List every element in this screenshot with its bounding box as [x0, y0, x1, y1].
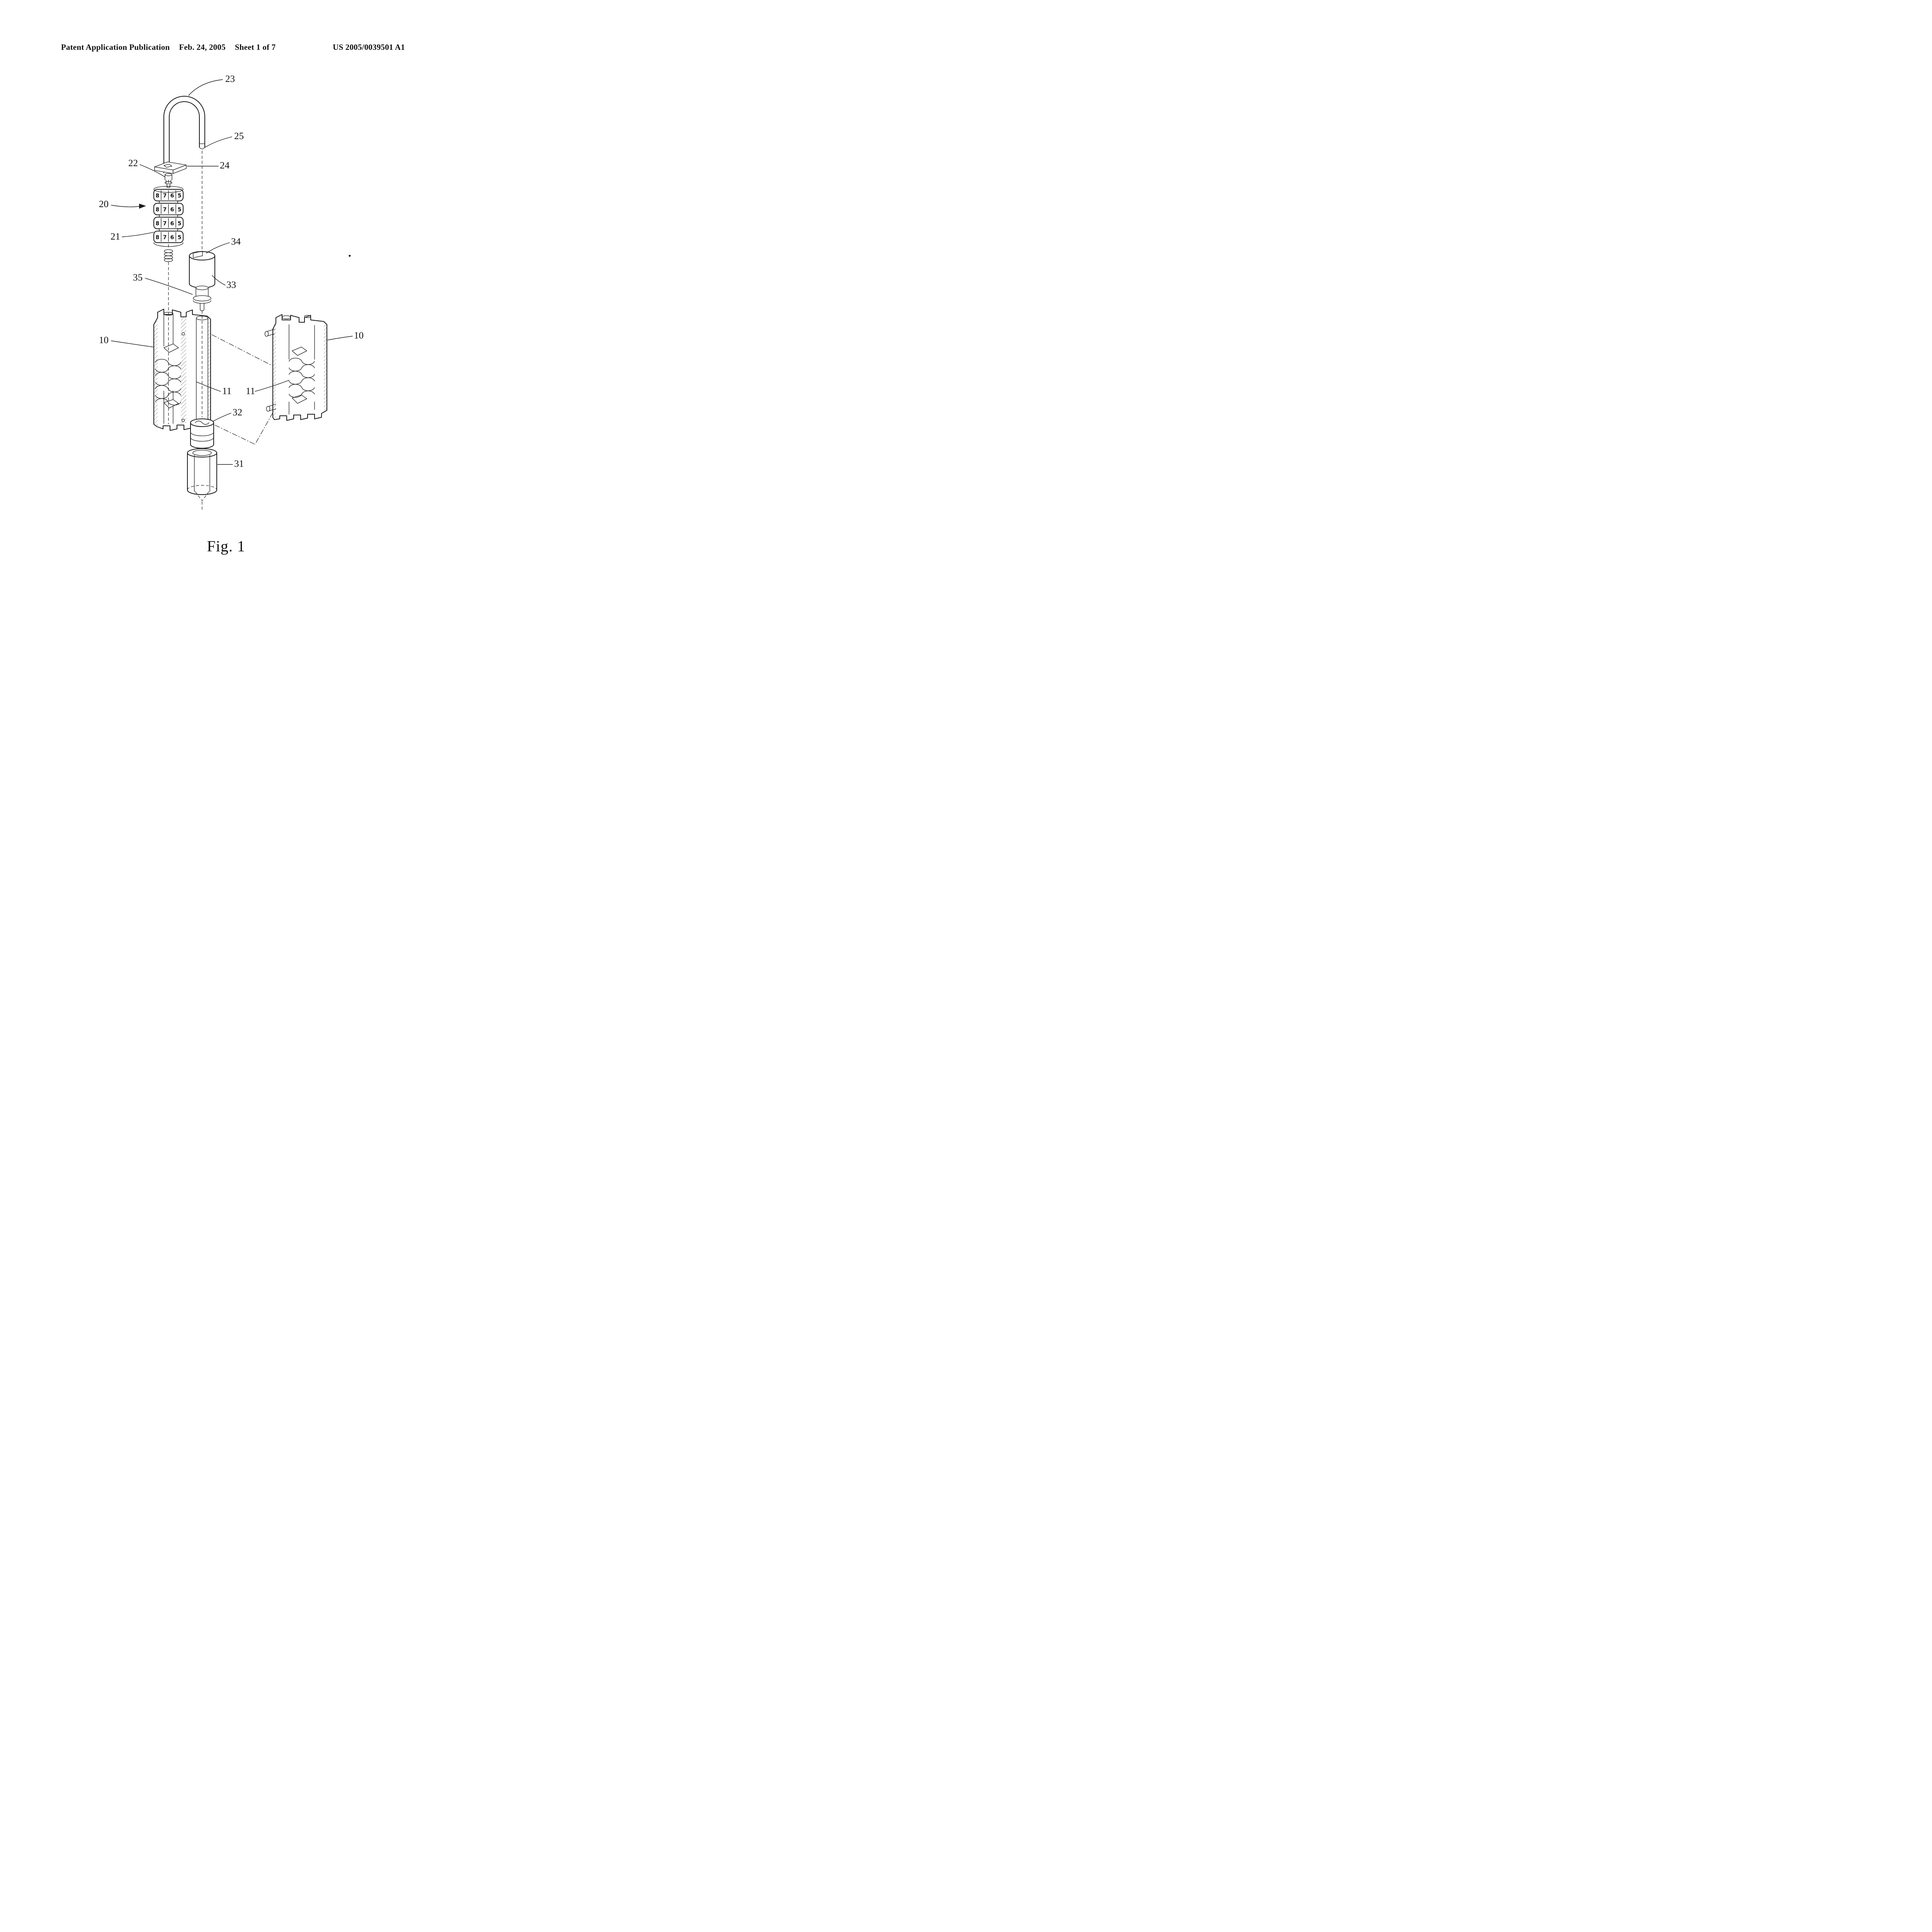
dial-digit: 8 [156, 235, 160, 241]
patent-page: Patent Application Publication Feb. 24, … [0, 0, 476, 614]
dial-digit: 7 [163, 221, 167, 227]
label-31: 31 [234, 459, 244, 469]
pin-cylinder [190, 418, 214, 449]
label-24: 24 [220, 160, 230, 171]
coil-spring-right [289, 357, 315, 398]
dial-digit: 5 [178, 235, 182, 241]
label-25: 25 [234, 131, 244, 141]
leader-20-arrowhead [139, 204, 146, 209]
stray-dot [349, 255, 351, 257]
label-22: 22 [128, 158, 138, 168]
leader-11-left [196, 381, 221, 392]
label-21: 21 [111, 231, 120, 242]
leader-20 [111, 205, 139, 207]
label-10-left: 10 [99, 335, 109, 345]
spindle-stub [165, 173, 172, 188]
hatch-mid-wall [181, 317, 186, 424]
dial-digit: 6 [170, 193, 174, 199]
cam-wedge [163, 344, 179, 353]
header-sheet: Sheet 1 of 7 [235, 43, 276, 52]
figure-drawing: 8 7 6 5 8 7 6 5 [99, 74, 364, 510]
leader-10-left [111, 340, 153, 347]
reference-numerals: 23 25 22 24 20 21 34 35 33 10 10 11 11 3… [99, 74, 364, 469]
label-20: 20 [99, 199, 109, 209]
lock-body-right [264, 314, 327, 421]
leader-25 [205, 136, 232, 148]
leader-32 [213, 413, 231, 422]
locating-pin [264, 329, 275, 337]
hatch-left-wall [154, 318, 158, 427]
dial-digit: 8 [156, 221, 160, 227]
dial-wheel: 8 7 6 5 [153, 203, 184, 215]
centerlines [168, 151, 202, 510]
dial-digit: 8 [156, 207, 160, 213]
leader-35 [145, 278, 193, 295]
leader-21 [122, 232, 154, 237]
label-11-right: 11 [246, 386, 255, 396]
dial-top-edge [153, 186, 184, 193]
clutch-cylinder [189, 251, 215, 311]
label-34: 34 [231, 236, 241, 247]
label-10-right: 10 [354, 330, 364, 341]
cam-wedge [163, 399, 179, 408]
header-date: Feb. 24, 2005 [179, 43, 226, 52]
dial-digit: 7 [163, 207, 167, 213]
dial-wheel: 8 7 6 5 [153, 189, 184, 201]
pin-hole [181, 418, 185, 422]
dial-digit: 5 [178, 207, 182, 213]
cam-wedge [292, 347, 307, 356]
label-33: 33 [226, 280, 236, 290]
dial-digit: 7 [163, 193, 167, 199]
hatch-right-wall [324, 321, 327, 413]
dial-digit: 5 [178, 193, 182, 199]
dial-digit: 7 [163, 235, 167, 241]
leader-11-right [255, 380, 289, 392]
dial-digit: 8 [156, 193, 160, 199]
pin-hole [181, 332, 185, 336]
shackle [162, 96, 205, 173]
return-spring [164, 249, 173, 262]
spiral-slot [195, 420, 209, 425]
dial-wheel: 8 7 6 5 [153, 217, 184, 229]
header-left: Patent Application Publication Feb. 24, … [61, 43, 276, 52]
hatch-left-wall [273, 324, 276, 417]
header-publication: Patent Application Publication [61, 43, 170, 52]
label-11-left: 11 [222, 386, 231, 396]
leader-23 [188, 79, 223, 96]
label-35: 35 [133, 272, 143, 283]
alignment-lines [211, 334, 273, 445]
figure-caption: Fig. 1 [207, 537, 245, 555]
dial-wheel: 8 7 6 5 [153, 231, 184, 243]
dial-digit: 5 [178, 221, 182, 227]
dial-stack: 8 7 6 5 8 7 6 5 [153, 186, 184, 247]
leader-10-right [327, 336, 353, 340]
dial-digit: 6 [170, 207, 174, 213]
hatch-right-wall [208, 318, 211, 423]
locating-pin [266, 404, 276, 412]
coil-spring-left [155, 359, 181, 406]
leader-33 [212, 275, 226, 286]
dial-digit: 6 [170, 235, 174, 241]
label-32: 32 [233, 407, 242, 418]
leader-lines [111, 79, 353, 465]
header-patent-number: US 2005/0039501 A1 [333, 43, 405, 52]
shackle-plate [154, 162, 187, 174]
label-23: 23 [225, 74, 235, 84]
cam-wedge [292, 395, 307, 404]
dial-digit: 6 [170, 221, 174, 227]
leader-34 [206, 242, 230, 253]
base-cylinder [187, 448, 217, 501]
page-header: Patent Application Publication Feb. 24, … [61, 43, 405, 52]
leader-22 [139, 164, 165, 177]
